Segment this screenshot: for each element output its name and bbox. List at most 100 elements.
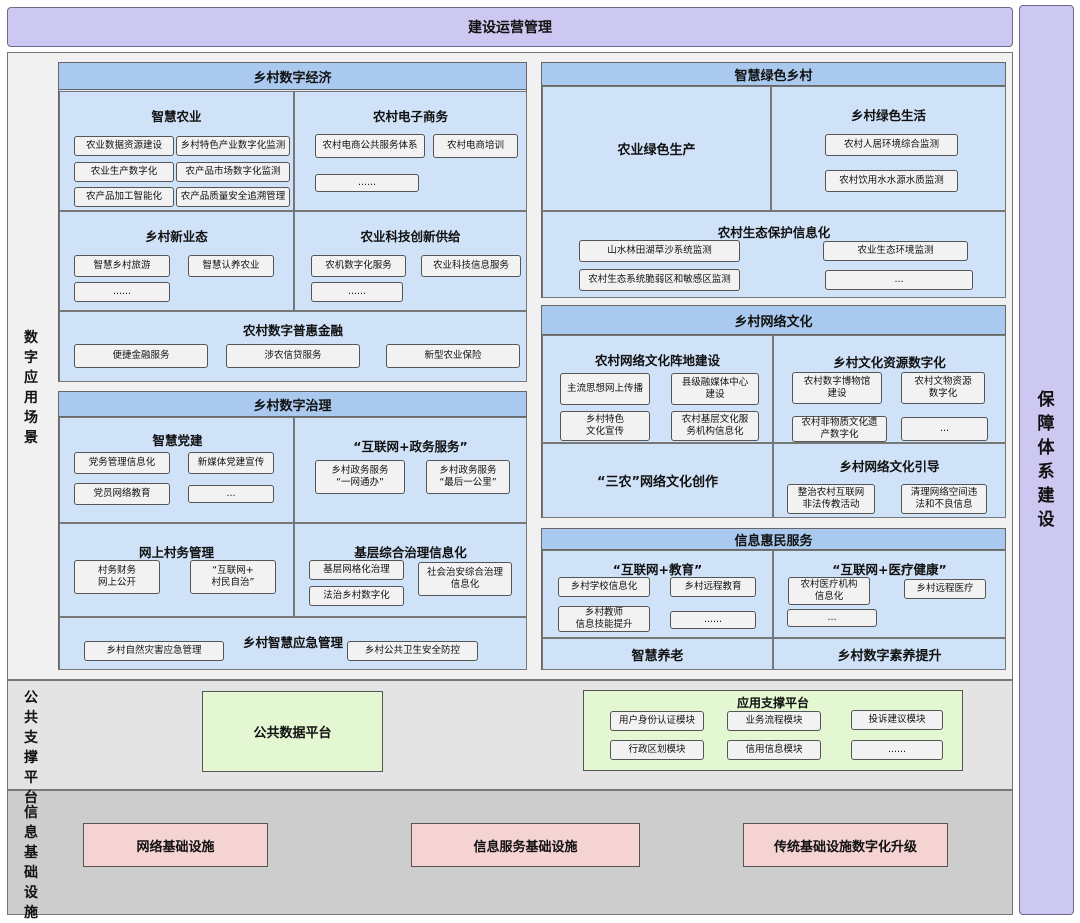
ecommerce-title: 农村电子商务 (372, 109, 448, 124)
box-remote-medical: 乡村远程医疗 (904, 579, 986, 599)
green-header: 智慧绿色乡村 (541, 62, 1006, 86)
green-life-cell: 乡村绿色生活 农村人居环境综合监测 农村饮用水水源水质监测 (771, 86, 1006, 211)
box-teacher-skills: 乡村教师 信息技能提升 (558, 606, 650, 632)
box-ecommerce-public: 农村电商公共服务体系 (315, 134, 425, 158)
box-party-more: ... (188, 485, 274, 503)
green-production-cell: 农业绿色生产 (542, 86, 771, 211)
box-party-education: 党员网络教育 (74, 483, 170, 505)
box-health-more: ... (787, 609, 877, 627)
digital-app-label: 数字应用场景 (24, 330, 38, 446)
box-party-affairs: 党务管理信息化 (74, 452, 170, 474)
green-life-title: 乡村绿色生活 (850, 108, 926, 123)
grassroots-cell: 基层综合治理信息化 基层网格化治理 法治乡村数字化 社会治安综合治理 信息化 (294, 523, 527, 617)
elderly-care-cell: 智慧养老 (542, 638, 773, 670)
culture-guidance-title: 乡村网络文化引导 (839, 459, 940, 474)
emergency-title: 乡村智慧应急管理 (242, 635, 343, 650)
box-education-more: ...... (670, 611, 756, 629)
traditional-infra-upgrade: 传统基础设施数字化升级 (743, 823, 948, 867)
box-resources-more: ... (901, 417, 988, 441)
box-intangible-heritage: 农村非物质文化遗 产数字化 (792, 416, 887, 442)
smart-agri-cell: 智慧农业 农业数据资源建设 乡村特色产业数字化监测 农业生产数字化 农产品市场数… (59, 91, 294, 211)
box-mainstream-ideas: 主流思想网上传播 (560, 373, 650, 405)
box-party-media: 新媒体党建宣传 (188, 452, 274, 474)
governance-header: 乡村数字治理 (58, 391, 527, 417)
box-agri-credit: 涉农信贷服务 (226, 344, 360, 368)
culture-panel: 乡村网络文化 农村网络文化阵地建设 主流思想网上传播 县级融媒体中心 建设 乡村… (541, 305, 1006, 518)
security-system-label: 保障体系建设 (1037, 390, 1055, 530)
finance-cell: 农村数字普惠金融 便捷金融服务 涉农信贷服务 新型农业保险 (59, 311, 527, 382)
economy-panel: 乡村数字经济 智慧农业 农业数据资源建设 乡村特色产业数字化监测 农业生产数字化… (58, 62, 527, 382)
info-service-infra: 信息服务基础设施 (411, 823, 640, 867)
box-agri-industry-monitor: 乡村特色产业数字化监测 (176, 136, 290, 156)
box-new-business-more: ...... (74, 282, 170, 302)
box-water-quality: 农村饮用水水源水质监测 (825, 170, 958, 192)
box-complaints: 投诉建议模块 (851, 710, 943, 730)
box-agri-production: 农业生产数字化 (74, 162, 174, 182)
box-local-culture: 乡村特色 文化宣传 (560, 411, 650, 441)
party-title: 智慧党建 (152, 433, 203, 448)
box-eco-more: ... (825, 270, 973, 290)
app-support-title: 应用支撑平台 (736, 696, 809, 710)
emergency-cell: 乡村智慧应急管理 乡村自然灾害应急管理 乡村公共卫生安全防控 (59, 617, 527, 670)
village-affairs-title: 网上村务管理 (138, 545, 214, 560)
box-support-more: ...... (851, 740, 943, 760)
village-affairs-cell: 网上村务管理 村务财务 网上公开 “互联网+ 村民自治” (59, 523, 294, 617)
culture-resources-cell: 乡村文化资源数字化 农村数字博物馆 建设 农村文物资源 数字化 农村非物质文化遗… (773, 335, 1006, 443)
box-agri-market: 农产品市场数字化监测 (176, 162, 290, 182)
construction-operation-bar: 建设运营管理 (7, 7, 1013, 47)
eco-title: 农村生态保护信息化 (717, 225, 831, 240)
box-admin-division: 行政区划模块 (610, 740, 704, 760)
box-adoption-agri: 智慧认养农业 (188, 255, 274, 277)
culture-position-cell: 农村网络文化阵地建设 主流思想网上传播 县级融媒体中心 建设 乡村特色 文化宣传… (542, 335, 773, 443)
box-living-env: 农村人居环境综合监测 (825, 134, 958, 156)
ecommerce-cell: 农村电子商务 农村电商公共服务体系 农村电商培训 ...... (294, 91, 527, 211)
box-last-mile: 乡村政务服务 “最后一公里” (426, 460, 510, 494)
new-business-title: 乡村新业态 (145, 229, 208, 244)
box-mountain-water: 山水林田湖草沙系统监测 (579, 240, 740, 262)
box-convenient-finance: 便捷金融服务 (74, 344, 208, 368)
box-workflow: 业务流程模块 (727, 711, 821, 731)
box-agri-data: 农业数据资源建设 (74, 136, 174, 156)
box-school-info: 乡村学校信息化 (558, 577, 650, 597)
smart-agri-title: 智慧农业 (151, 109, 202, 124)
box-fragile-zone: 农村生态系统脆弱区和敏感区监测 (579, 269, 740, 291)
box-clean-cyberspace: 清理网络空间违 法和不良信息 (901, 484, 987, 514)
economy-header: 乡村数字经济 (58, 62, 527, 90)
box-digital-museum: 农村数字博物馆 建设 (792, 372, 882, 404)
box-identity-auth: 用户身份认证模块 (610, 711, 704, 731)
box-smart-tourism: 智慧乡村旅游 (74, 255, 170, 277)
green-panel: 智慧绿色乡村 农业绿色生产 乡村绿色生活 农村人居环境综合监测 农村饮用水水源水… (541, 62, 1006, 298)
culture-creation-cell: “三农”网络文化创作 (542, 443, 773, 518)
box-agri-processing: 农产品加工智能化 (74, 187, 174, 207)
box-villager-autonomy: “互联网+ 村民自治” (190, 560, 276, 594)
box-cultural-relics: 农村文物资源 数字化 (901, 372, 985, 404)
security-system-bar (1019, 5, 1074, 915)
digital-literacy-cell: 乡村数字素养提升 (773, 638, 1006, 670)
box-agri-traceability: 农产品质量安全追溯管理 (176, 187, 290, 207)
culture-resources-title: 乡村文化资源数字化 (833, 355, 946, 370)
box-agri-tech-info: 农业科技信息服务 (421, 255, 521, 277)
box-credit-info: 信用信息模块 (727, 740, 821, 760)
box-county-media: 县级融媒体中心 建设 (671, 373, 759, 405)
tech-supply-cell: 农业科技创新供给 农机数字化服务 农业科技信息服务 ...... (294, 211, 527, 311)
public-data-platform: 公共数据平台 (202, 691, 383, 772)
box-rule-of-law: 法治乡村数字化 (309, 586, 404, 606)
education-cell: “互联网+教育” 乡村学校信息化 乡村远程教育 乡村教师 信息技能提升 ....… (542, 550, 773, 638)
health-cell: “互联网+医疗健康” 农村医疗机构 信息化 乡村远程医疗 ... (773, 550, 1006, 638)
box-culture-institutions: 农村基层文化服 务机构信息化 (671, 411, 759, 441)
box-public-health: 乡村公共卫生安全防控 (347, 641, 478, 661)
culture-header: 乡村网络文化 (541, 305, 1006, 335)
box-agri-eco-env: 农业生态环境监测 (823, 241, 968, 261)
benefit-panel: 信息惠民服务 “互联网+教育” 乡村学校信息化 乡村远程教育 乡村教师 信息技能… (541, 528, 1006, 670)
box-ecommerce-training: 农村电商培训 (433, 134, 518, 158)
info-infra-label: 信息基础设施 (24, 805, 38, 921)
network-infra: 网络基础设施 (83, 823, 268, 867)
culture-guidance-cell: 乡村网络文化引导 整治农村互联网 非法传教活动 清理网络空间违 法和不良信息 (773, 443, 1006, 518)
box-public-security: 社会治安综合治理 信息化 (418, 562, 512, 596)
app-support-platform: 应用支撑平台 用户身份认证模块 业务流程模块 投诉建议模块 行政区划模块 信用信… (583, 690, 963, 771)
finance-title: 农村数字普惠金融 (242, 323, 343, 338)
tech-supply-title: 农业科技创新供给 (360, 229, 461, 244)
box-remote-education: 乡村远程教育 (670, 577, 756, 597)
box-agri-insurance: 新型农业保险 (386, 344, 520, 368)
governance-panel: 乡村数字治理 智慧党建 党务管理信息化 新媒体党建宣传 党员网络教育 ... “… (58, 391, 527, 670)
